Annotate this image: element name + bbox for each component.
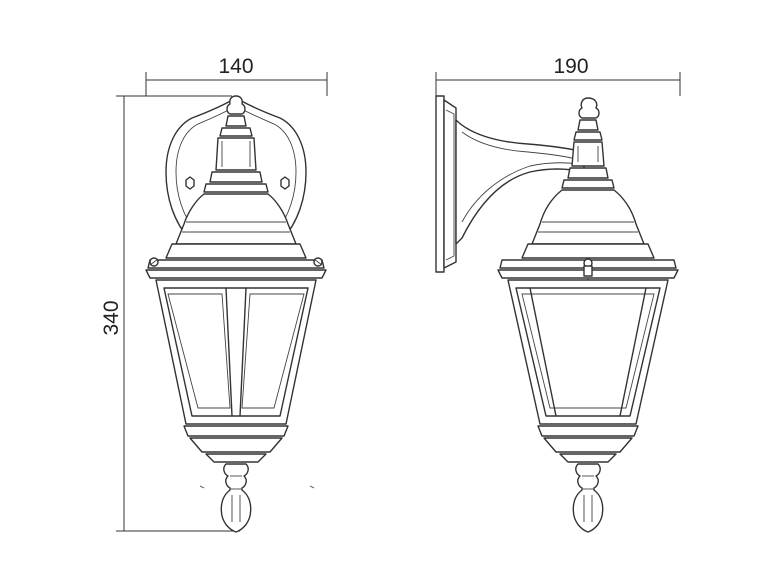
left-screw [185,176,195,190]
front-view [145,95,327,533]
top-finial [578,97,600,119]
roof [175,193,297,245]
side-bottom-finial [572,463,604,533]
side-view [435,95,679,533]
depth-label: 190 [553,55,588,78]
height-dimension: 340 [100,95,240,532]
width-dimension-front: 140 [145,55,328,96]
bottom-finial [220,463,252,533]
side-glass-frame [507,279,669,425]
right-screw [280,176,290,190]
wall-plate [435,95,445,273]
glass-frame [155,279,317,425]
depth-dimension-side: 190 [435,55,681,96]
height-label: 340 [100,300,123,335]
width-label: 140 [218,55,253,78]
